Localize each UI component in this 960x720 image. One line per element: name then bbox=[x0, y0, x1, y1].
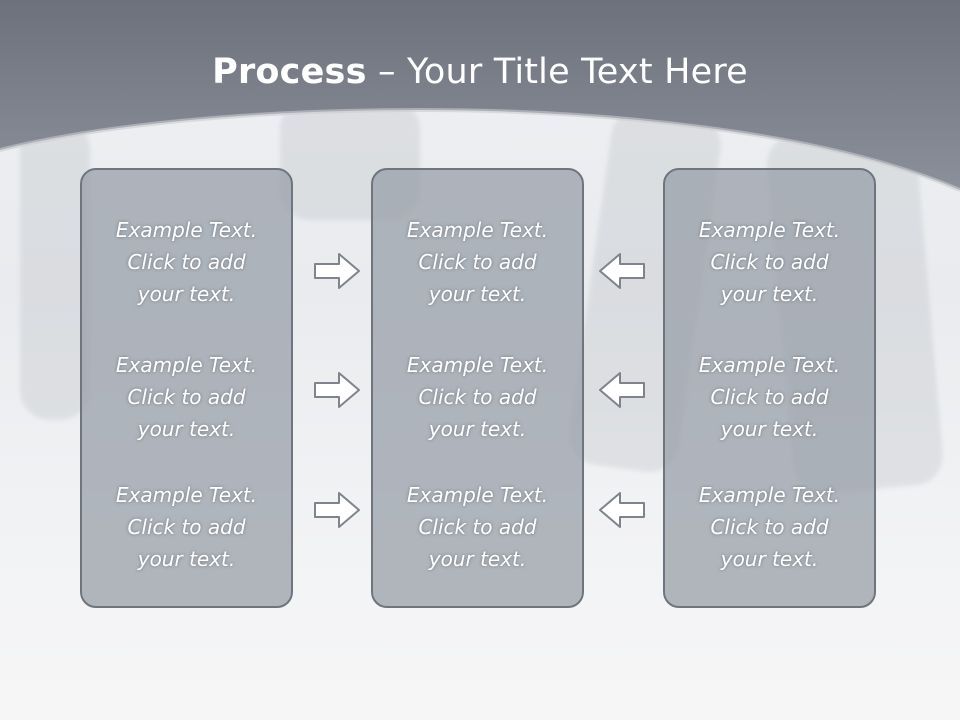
text-block[interactable]: Example Text. Click to add your text. bbox=[665, 214, 874, 310]
text-line: Click to add bbox=[710, 385, 829, 409]
text-line: Click to add bbox=[127, 385, 246, 409]
text-line: your text. bbox=[720, 282, 819, 306]
text-line: Example Text. bbox=[115, 218, 258, 242]
right-arrow-icon bbox=[314, 492, 360, 528]
text-line: Click to add bbox=[710, 515, 829, 539]
page-title[interactable]: Process – Your Title Text Here bbox=[0, 52, 960, 92]
text-line: Click to add bbox=[127, 250, 246, 274]
text-line: your text. bbox=[720, 547, 819, 571]
title-bold: Process bbox=[212, 52, 367, 92]
text-block[interactable]: Example Text. Click to add your text. bbox=[82, 479, 291, 575]
title-rest: – Your Title Text Here bbox=[366, 52, 748, 92]
left-arrow-icon bbox=[599, 492, 645, 528]
text-block[interactable]: Example Text. Click to add your text. bbox=[373, 349, 582, 445]
text-line: Example Text. bbox=[406, 353, 549, 377]
text-block[interactable]: Example Text. Click to add your text. bbox=[665, 349, 874, 445]
text-line: Click to add bbox=[418, 385, 537, 409]
text-line: Example Text. bbox=[115, 483, 258, 507]
text-block[interactable]: Example Text. Click to add your text. bbox=[82, 349, 291, 445]
text-line: your text. bbox=[137, 547, 236, 571]
header-band bbox=[0, 0, 960, 192]
text-line: Click to add bbox=[127, 515, 246, 539]
text-line: Example Text. bbox=[698, 218, 841, 242]
text-line: Click to add bbox=[418, 250, 537, 274]
right-arrow-icon bbox=[314, 372, 360, 408]
text-line: Example Text. bbox=[406, 218, 549, 242]
text-line: your text. bbox=[428, 282, 527, 306]
text-line: your text. bbox=[428, 417, 527, 441]
text-line: your text. bbox=[137, 282, 236, 306]
process-box-center[interactable]: Example Text. Click to add your text. Ex… bbox=[371, 168, 584, 608]
text-block[interactable]: Example Text. Click to add your text. bbox=[373, 479, 582, 575]
text-line: your text. bbox=[720, 417, 819, 441]
text-line: Click to add bbox=[418, 515, 537, 539]
text-line: your text. bbox=[137, 417, 236, 441]
process-box-left[interactable]: Example Text. Click to add your text. Ex… bbox=[80, 168, 293, 608]
text-line: your text. bbox=[428, 547, 527, 571]
left-arrow-icon bbox=[599, 372, 645, 408]
text-line: Example Text. bbox=[698, 353, 841, 377]
text-line: Example Text. bbox=[406, 483, 549, 507]
text-line: Example Text. bbox=[698, 483, 841, 507]
background-photo-left bbox=[20, 120, 90, 420]
text-block[interactable]: Example Text. Click to add your text. bbox=[373, 214, 582, 310]
text-block[interactable]: Example Text. Click to add your text. bbox=[665, 479, 874, 575]
left-arrow-icon bbox=[599, 253, 645, 289]
process-box-right[interactable]: Example Text. Click to add your text. Ex… bbox=[663, 168, 876, 608]
text-block[interactable]: Example Text. Click to add your text. bbox=[82, 214, 291, 310]
text-line: Click to add bbox=[710, 250, 829, 274]
text-line: Example Text. bbox=[115, 353, 258, 377]
right-arrow-icon bbox=[314, 253, 360, 289]
